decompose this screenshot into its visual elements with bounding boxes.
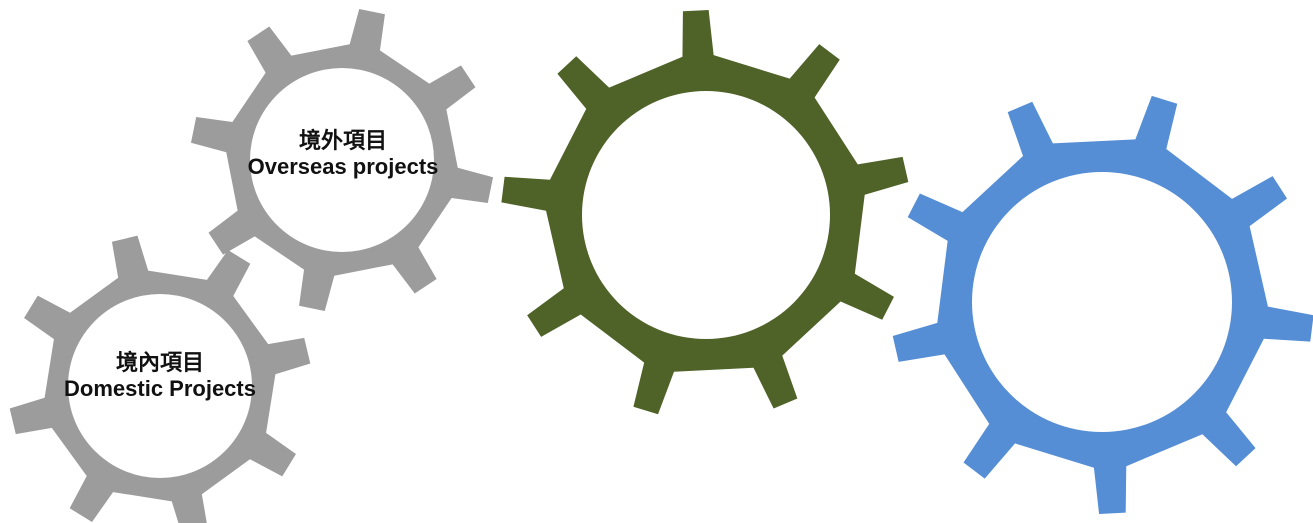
domestic-title-en: Domestic Projects: [64, 376, 256, 402]
overseas-gear-label: 境外項目 Overseas projects: [188, 128, 498, 181]
efficiency-title-en-1: Improve: [635, 186, 717, 210]
efficiency-title-zh: 提升產能效益: [613, 161, 739, 184]
overseas-title-zh: 境外項目: [298, 128, 387, 153]
profitability-gear-icon: [892, 95, 1313, 514]
profitability-gear-label: 拓展盈利空間 Expand profitability growth poten…: [994, 240, 1244, 341]
overseas-gear-icon: [190, 8, 494, 312]
domestic-gear-label: 境內項目 Domestic Projects: [0, 350, 320, 403]
domestic-gear-icon: [9, 235, 311, 523]
profitability-title-en-3: growth potential: [1037, 316, 1201, 340]
domestic-title-zh: 境內項目: [115, 350, 204, 375]
efficiency-gear-label: 提升產能效益 Improve production efficiency: [556, 160, 796, 261]
efficiency-title-en-2: production: [621, 211, 731, 235]
efficiency-title-en-3: efficiency: [627, 236, 725, 260]
overseas-title-en: Overseas projects: [247, 154, 439, 180]
profitability-title-en-2: profitability: [1061, 291, 1177, 315]
profitability-title-en-1: Expand: [1081, 266, 1157, 290]
profitability-title-zh: 拓展盈利空間: [1056, 241, 1182, 264]
efficiency-gear-icon: [501, 10, 909, 415]
